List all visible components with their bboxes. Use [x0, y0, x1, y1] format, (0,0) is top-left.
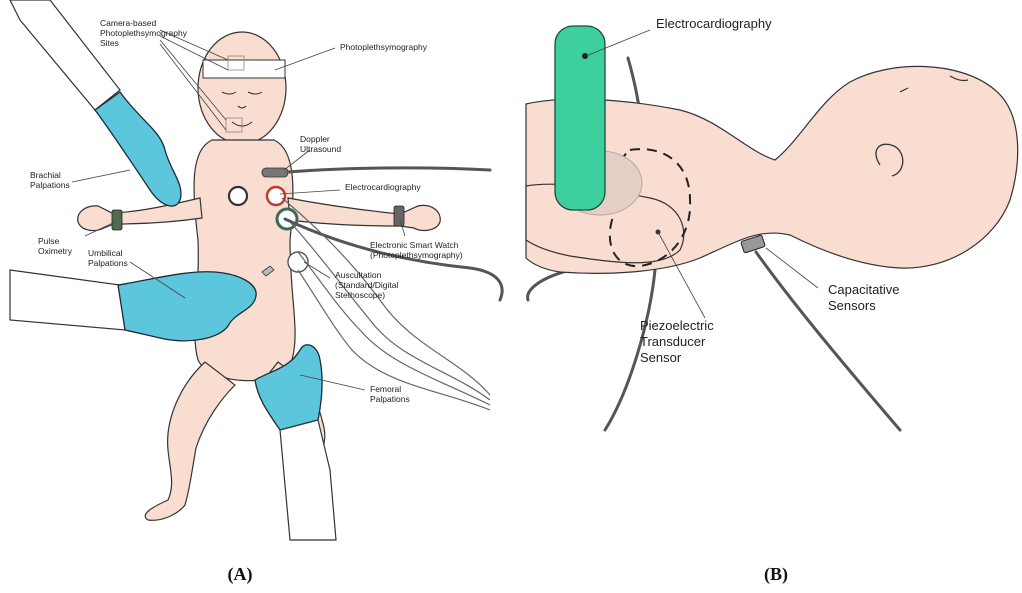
ecg-strap — [555, 26, 605, 210]
label-femoral-line1: Femoral — [370, 384, 401, 394]
svg-text:Doppler: Doppler — [300, 134, 330, 144]
svg-text:Palpations: Palpations — [30, 180, 70, 190]
label-femoral-line2: Palpations — [370, 394, 410, 404]
svg-text:Photoplethsymography: Photoplethsymography — [340, 42, 428, 52]
label-auscultation-line2: (Standard/Digital — [335, 280, 398, 290]
label-watch-line2: (Photoplethsymography) — [370, 250, 463, 260]
panel-a: Camera-based Photoplethsymography Sites … — [10, 0, 502, 585]
svg-text:Umbilical: Umbilical — [88, 248, 123, 258]
svg-text:Electronic Smart Watch: Electronic Smart Watch — [370, 240, 459, 250]
svg-text:Camera-based: Camera-based — [100, 18, 156, 28]
svg-text:Capacitative: Capacitative — [828, 282, 900, 297]
ecg-electrode-left — [229, 187, 247, 205]
svg-text:(Photoplethsymography): (Photoplethsymography) — [370, 250, 463, 260]
svg-text:Photoplethsymography: Photoplethsymography — [100, 28, 188, 38]
doppler-probe — [262, 168, 288, 177]
label-auscultation-line1: Auscultation — [335, 270, 382, 280]
label-umbilical-line1: Umbilical — [88, 248, 123, 258]
svg-text:Ultrasound: Ultrasound — [300, 144, 341, 154]
hand-femoral — [255, 345, 336, 540]
svg-text:Pulse: Pulse — [38, 236, 60, 246]
infant-head — [198, 32, 286, 144]
label-doppler-line1: Doppler — [300, 134, 330, 144]
label-ecg-b: Electrocardiography — [656, 16, 772, 31]
label-camera-ppg-line1: Camera-based — [100, 18, 156, 28]
label-brachial-line2: Palpations — [30, 180, 70, 190]
label-umbilical-line2: Palpations — [88, 258, 128, 268]
svg-text:Femoral: Femoral — [370, 384, 401, 394]
svg-text:Stethoscope): Stethoscope) — [335, 290, 385, 300]
label-ppg: Photoplethsymography — [340, 42, 428, 52]
ecg-electrode-right — [267, 187, 285, 205]
smart-watch — [394, 206, 404, 226]
label-pulse-ox-line2: Oximetry — [38, 246, 73, 256]
svg-text:Sensor: Sensor — [640, 350, 682, 365]
svg-text:Auscultation: Auscultation — [335, 270, 382, 280]
label-watch-line1: Electronic Smart Watch — [370, 240, 459, 250]
svg-text:Electrocardiography: Electrocardiography — [345, 182, 421, 192]
svg-text:Sensors: Sensors — [828, 298, 876, 313]
svg-text:Oximetry: Oximetry — [38, 246, 73, 256]
svg-text:Piezoelectric: Piezoelectric — [640, 318, 714, 333]
label-auscultation-line3: Stethoscope) — [335, 290, 385, 300]
label-piezo-line2: Transducer — [640, 334, 706, 349]
label-camera-ppg-line2: Photoplethsymography — [100, 28, 188, 38]
svg-text:Sites: Sites — [100, 38, 119, 48]
svg-text:Brachial: Brachial — [30, 170, 61, 180]
svg-text:Electrocardiography: Electrocardiography — [656, 16, 772, 31]
label-capacitive-line1: Capacitative — [828, 282, 900, 297]
hand-umbilical — [10, 270, 256, 341]
svg-text:Transducer: Transducer — [640, 334, 706, 349]
pulse-oximeter — [112, 210, 122, 230]
capacitive-wire — [756, 252, 900, 430]
svg-text:(Standard/Digital: (Standard/Digital — [335, 280, 398, 290]
label-piezo-line3: Sensor — [640, 350, 682, 365]
panel-b: Electrocardiography Capacitative Sensors… — [526, 16, 1018, 585]
label-piezo-line1: Piezoelectric — [640, 318, 714, 333]
panel-b-letter: (B) — [764, 564, 788, 585]
label-capacitive-line2: Sensors — [828, 298, 876, 313]
panel-a-letter: (A) — [228, 564, 253, 585]
label-doppler-line2: Ultrasound — [300, 144, 341, 154]
label-camera-ppg-line3: Sites — [100, 38, 119, 48]
label-pulse-ox-line1: Pulse — [38, 236, 60, 246]
label-ecg-a: Electrocardiography — [345, 182, 421, 192]
svg-text:Palpations: Palpations — [88, 258, 128, 268]
label-brachial-line1: Brachial — [30, 170, 61, 180]
svg-text:Palpations: Palpations — [370, 394, 410, 404]
